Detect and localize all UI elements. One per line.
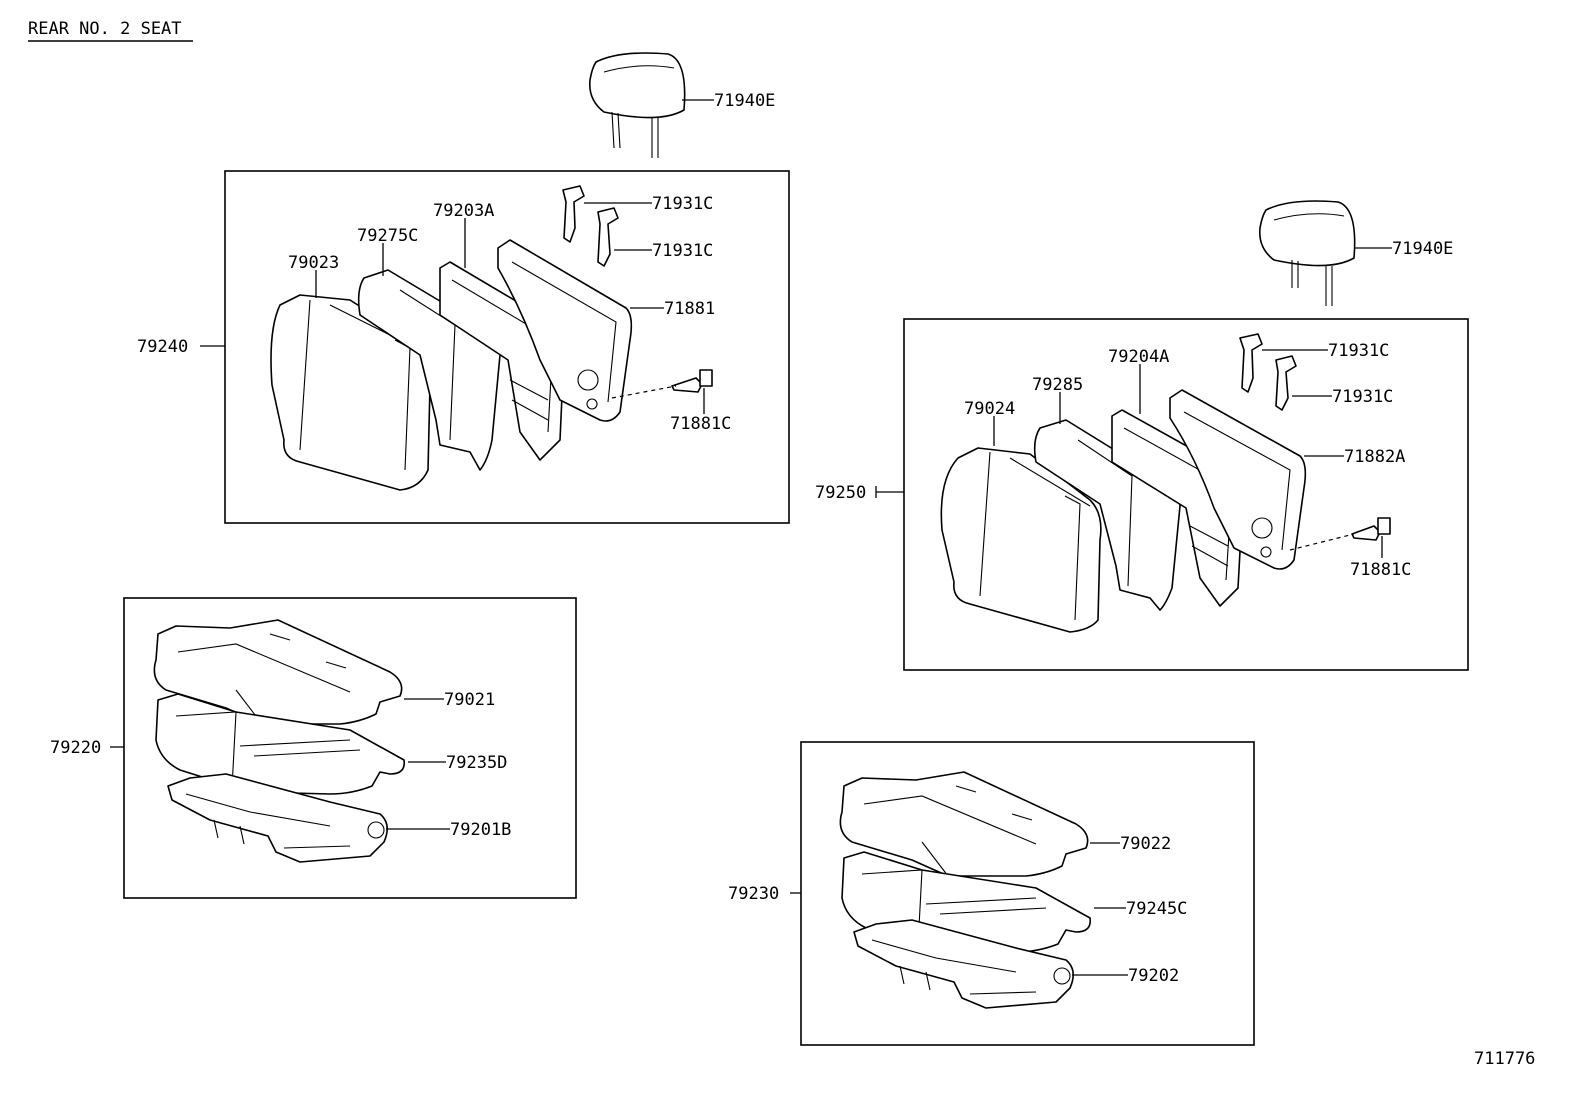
page-title: REAR NO. 2 SEAT — [28, 19, 182, 39]
cushion-frame-79202 — [853, 919, 1074, 1009]
bolt-71881C-left — [671, 369, 713, 393]
callout-71882A: 71882A — [1344, 447, 1405, 467]
cushion-cover-79021 — [153, 619, 403, 725]
seatback-board-71882A — [1169, 389, 1307, 570]
callout-79235D: 79235D — [446, 753, 507, 773]
seatback-board-71881 — [497, 239, 633, 422]
callout-79245C: 79245C — [1126, 899, 1187, 919]
figure-number: 711776 — [1474, 1049, 1535, 1069]
cushion-cover-79022 — [839, 771, 1089, 877]
callout-71881C-right: 71881C — [1350, 560, 1411, 580]
callout-79023: 79023 — [288, 253, 339, 273]
cushion-frame-79201B — [167, 773, 388, 863]
headrest-left — [588, 52, 686, 158]
callout-71931C-c: 71931C — [1328, 341, 1389, 361]
support-71931C-c — [1239, 333, 1263, 393]
callout-79202: 79202 — [1128, 966, 1179, 986]
callout-79203A: 79203A — [433, 201, 494, 221]
dashed-guide-left — [611, 385, 677, 399]
dashed-guide-right — [1289, 533, 1355, 551]
headrest-right — [1258, 200, 1356, 306]
callout-71881: 71881 — [664, 299, 715, 319]
support-71931C-a — [562, 185, 585, 243]
callout-79024: 79024 — [964, 399, 1015, 419]
callout-79250: 79250 — [815, 483, 866, 503]
support-71931C-b — [597, 207, 619, 267]
callout-79022: 79022 — [1120, 834, 1171, 854]
callout-79021: 79021 — [444, 690, 495, 710]
callout-71940E-left: 71940E — [714, 91, 775, 111]
callout-71931C-d: 71931C — [1332, 387, 1393, 407]
callout-79240: 79240 — [137, 337, 188, 357]
callout-71931C-a: 71931C — [652, 194, 713, 214]
seatback-assy-box-left — [224, 170, 790, 524]
bolt-71881C-right — [1351, 517, 1391, 541]
cushion-pad-79235D — [155, 693, 406, 795]
callout-79285: 79285 — [1032, 375, 1083, 395]
callout-71881C-left: 71881C — [670, 414, 731, 434]
callout-79201B: 79201B — [450, 820, 511, 840]
seatback-cover-79023 — [270, 294, 433, 491]
callout-79204A: 79204A — [1108, 347, 1169, 367]
seatback-cover-79024 — [940, 447, 1102, 633]
page-header: REAR NO. 2 SEAT — [28, 19, 193, 42]
callout-79220: 79220 — [50, 738, 101, 758]
cushion-assy-box-left — [123, 597, 577, 899]
callout-79230: 79230 — [728, 884, 779, 904]
support-71931C-d — [1275, 355, 1297, 411]
callout-71931C-b: 71931C — [652, 241, 713, 261]
callout-71940E-right: 71940E — [1392, 239, 1453, 259]
callout-79275C: 79275C — [357, 226, 418, 246]
seatback-assy-box-right — [903, 318, 1469, 671]
